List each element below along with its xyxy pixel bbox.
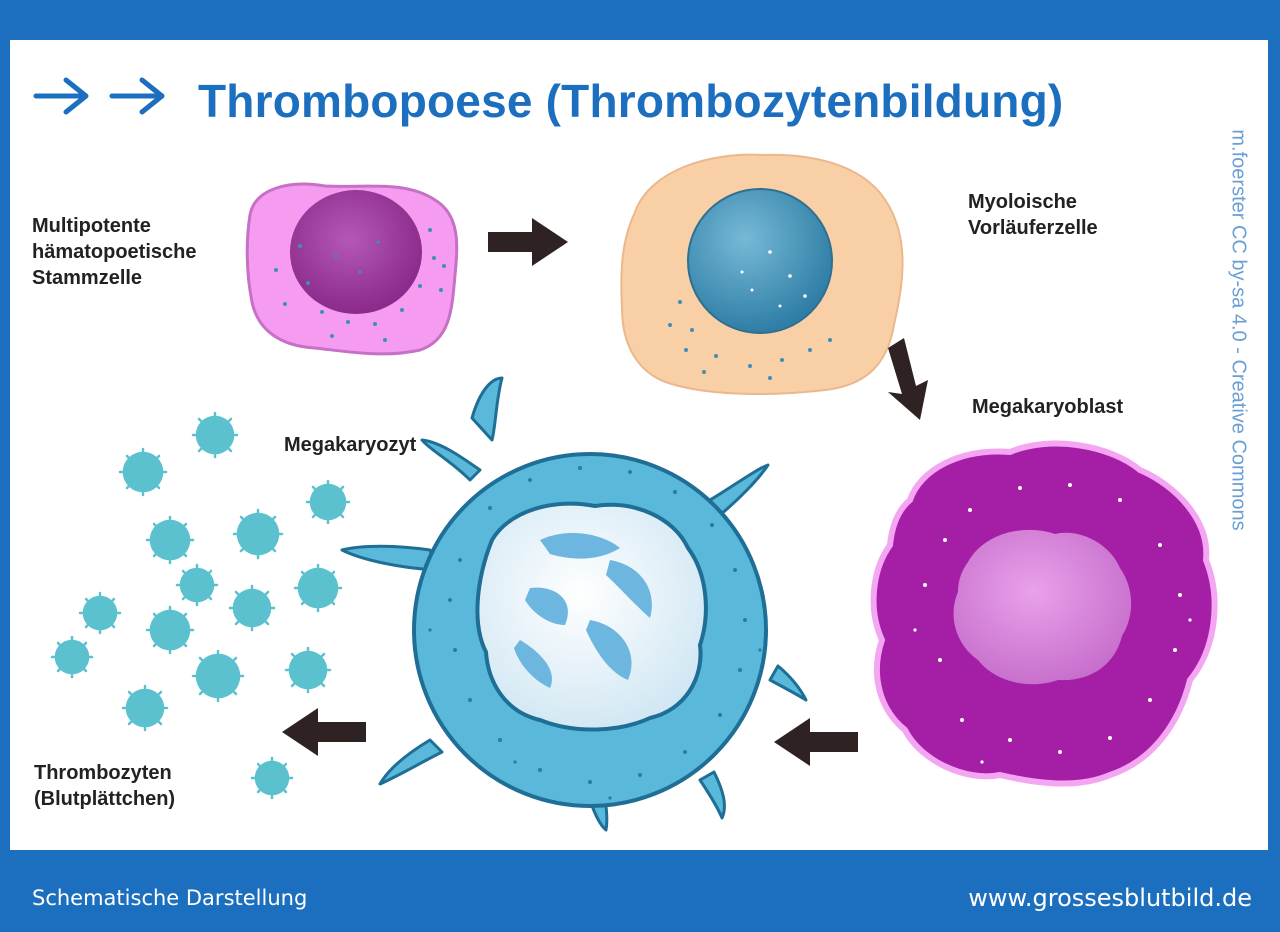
diagram-panel: Thrombopoese (Thrombozytenbildung) Multi… [10, 40, 1268, 850]
platelet [234, 510, 282, 558]
diagram-canvas [10, 40, 1268, 850]
title-arrow-icon [36, 80, 86, 112]
arrow-left-icon [774, 718, 858, 766]
platelet [147, 607, 193, 653]
platelet [252, 758, 292, 798]
platelet [80, 593, 120, 633]
label-megakaryoblast: Megakaryoblast [972, 394, 1123, 420]
platelet [295, 565, 341, 611]
label-line: Multipotente [32, 213, 196, 239]
myeloid-progenitor-cell [621, 155, 902, 394]
label-myeloid-progenitor: Myoloische Vorläuferzelle [968, 189, 1098, 241]
platelet [52, 637, 92, 677]
label-megakaryocyte: Megakaryozyt [284, 432, 416, 458]
megakaryocyte-cell [414, 454, 766, 806]
platelet [307, 481, 349, 523]
label-line: (Blutplättchen) [34, 786, 175, 812]
label-line: Stammzelle [32, 265, 196, 291]
label-line: hämatopoetische [32, 239, 196, 265]
page-title: Thrombopoese (Thrombozytenbildung) [198, 74, 1063, 128]
arrow-left-icon [282, 708, 366, 756]
platelet [193, 651, 243, 701]
stem-cell [247, 184, 457, 354]
label-thrombocytes: Thrombozyten (Blutplättchen) [34, 760, 175, 812]
platelet [193, 413, 237, 457]
platelet [177, 565, 217, 605]
footer-caption: Schematische Darstellung [32, 886, 307, 910]
footer-website[interactable]: www.grossesblutbild.de [968, 884, 1252, 912]
megakaryoblast-cell [874, 444, 1215, 784]
arrow-right-icon [488, 218, 568, 266]
label-line: Thrombozyten [34, 760, 175, 786]
label-line: Vorläuferzelle [968, 215, 1098, 241]
arrow-down-icon [888, 338, 928, 420]
credit-text: m.foerster CC by-sa 4.0 - Creative Commo… [1227, 129, 1250, 530]
platelet [120, 449, 166, 495]
platelet [147, 517, 193, 563]
platelet [123, 686, 167, 730]
platelet [286, 648, 330, 692]
platelet [230, 586, 274, 630]
label-stem-cell: Multipotente hämatopoetische Stammzelle [32, 213, 196, 291]
title-arrow-icon [112, 80, 162, 112]
label-line: Myoloische [968, 189, 1098, 215]
